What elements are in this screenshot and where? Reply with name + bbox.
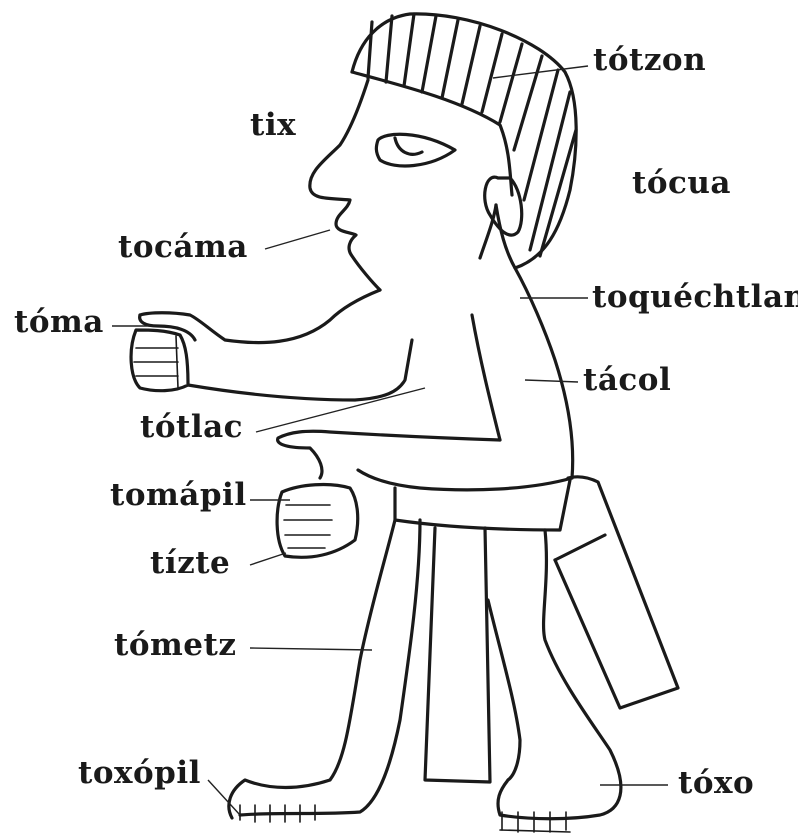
legs [229,520,621,832]
label-tometz: tómetz [114,630,236,661]
label-toxo: tóxo [678,768,754,799]
body [131,268,678,782]
label-toma: tóma [14,307,104,338]
hair [352,14,576,268]
label-totlac: tótlac [140,412,243,443]
label-tix: tix [250,110,296,141]
label-totzon: tótzon [593,45,706,76]
label-tizte: tízte [150,548,230,579]
head [310,80,522,290]
label-tocua: tócua [632,168,731,199]
label-tacol: tácol [583,365,671,396]
label-toxopil: toxópil [78,758,201,789]
label-tomapil: tomápil [110,480,247,511]
label-toquechtlan: toquéchtlan [592,282,798,313]
label-tocama: tocáma [118,232,248,263]
